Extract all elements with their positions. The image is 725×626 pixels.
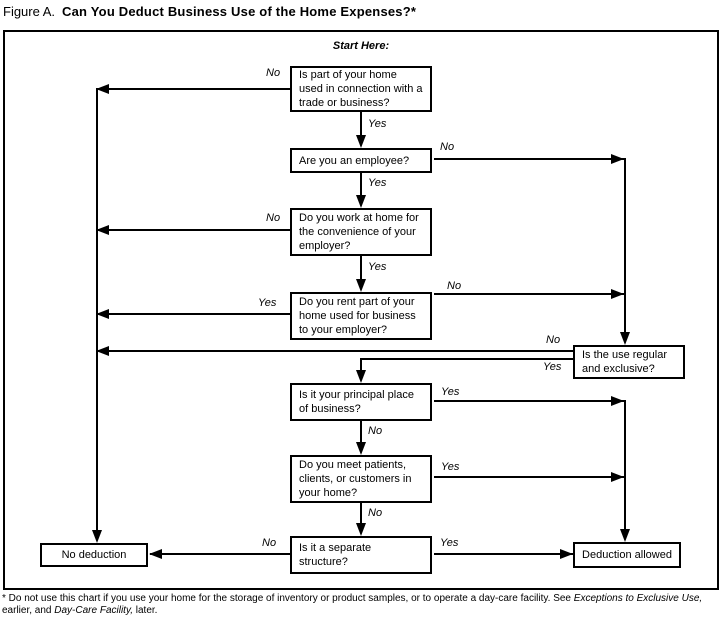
edge-q2-yes-line	[360, 173, 362, 198]
edge-q8-yes-label: Yes	[440, 537, 459, 549]
edge-q8-yes-arrow-icon	[560, 549, 573, 559]
right-rail-upper-line	[624, 158, 626, 334]
edge-q4-no-line	[434, 293, 624, 295]
edge-q1-yes-arrow-icon	[356, 135, 366, 148]
edge-q3-no-line	[96, 229, 290, 231]
edge-q2-yes-label: Yes	[368, 177, 387, 189]
edge-q5-yes-line	[360, 358, 573, 360]
edge-q1-yes-line	[360, 112, 362, 138]
edge-q4-yes-line	[96, 313, 290, 315]
edge-q2-no-arrow-icon	[611, 154, 624, 164]
start-here-label: Start Here:	[332, 40, 390, 52]
edge-q3-yes-label: Yes	[368, 261, 387, 273]
node-q2-employee: Are you an employee?	[290, 148, 432, 173]
right-rail-upper-arrow-icon	[620, 332, 630, 345]
footnote-text-2: earlier, and	[2, 605, 55, 616]
edge-q1-yes-label: Yes	[368, 118, 387, 130]
edge-q3-no-arrow-icon	[96, 225, 109, 235]
footnote-ref-exclusive-use: Exceptions to Exclusive Use,	[573, 593, 703, 604]
edge-q1-no-line	[96, 88, 290, 90]
edge-q3-yes-line	[360, 256, 362, 282]
edge-q3-no-label: No	[266, 212, 281, 224]
edge-q7-yes-line	[434, 476, 624, 478]
node-q1-trade-or-business: Is part of your home used in connection …	[290, 66, 432, 112]
edge-q8-no-line	[150, 553, 290, 555]
edge-q1-no-label: No	[266, 67, 281, 79]
node-q5-regular-exclusive: Is the use regular and exclusive?	[573, 345, 685, 379]
right-rail-lower-line	[624, 400, 626, 530]
edge-q5-no-line	[96, 350, 573, 352]
edge-q5-no-label: No	[546, 334, 561, 346]
footnote-text-3: later.	[132, 605, 158, 616]
edge-q7-no-line	[360, 503, 362, 525]
edge-q1-no-arrow-icon	[96, 84, 109, 94]
figure-label: Figure A.	[3, 4, 56, 19]
edge-q5-yes-drop-line	[360, 358, 362, 372]
edge-q2-no-line	[434, 158, 624, 160]
left-rail-arrow-icon	[92, 530, 102, 543]
edge-q4-no-label: No	[447, 280, 462, 292]
page-title: Figure A. Can You Deduct Business Use of …	[3, 4, 416, 19]
node-q3-convenience: Do you work at home for the convenience …	[290, 208, 432, 256]
edge-q7-no-label: No	[368, 507, 383, 519]
edge-q5-yes-arrow-icon	[356, 370, 366, 383]
edge-q8-no-label: No	[262, 537, 277, 549]
edge-q8-no-arrow-icon	[149, 549, 162, 559]
node-q4-rent-to-employer: Do you rent part of your home used for b…	[290, 292, 432, 340]
edge-q2-yes-arrow-icon	[356, 195, 366, 208]
edge-q4-yes-arrow-icon	[96, 309, 109, 319]
node-no-deduction: No deduction	[40, 543, 148, 567]
node-q7-meet-patients: Do you meet patients, clients, or custom…	[290, 455, 432, 503]
edge-q6-yes-line	[434, 400, 624, 402]
edge-q6-yes-label: Yes	[441, 386, 460, 398]
footnote-ref-day-care: Day-Care Facility,	[54, 605, 133, 616]
edge-q6-yes-arrow-icon	[611, 396, 624, 406]
right-rail-lower-arrow-icon	[620, 529, 630, 542]
edge-q6-no-arrow-icon	[356, 442, 366, 455]
edge-q8-yes-line	[434, 553, 573, 555]
edge-q7-yes-label: Yes	[441, 461, 460, 473]
edge-q7-no-arrow-icon	[356, 523, 366, 536]
edge-q4-yes-label: Yes	[258, 297, 277, 309]
footnote: * Do not use this chart if you use your …	[2, 593, 721, 617]
edge-q5-yes-label: Yes	[543, 361, 562, 373]
edge-q5-no-arrow-icon	[96, 346, 109, 356]
edge-q3-yes-arrow-icon	[356, 279, 366, 292]
chart-border	[3, 30, 719, 590]
edge-q4-no-arrow-icon	[611, 289, 624, 299]
node-deduction-allowed: Deduction allowed	[573, 542, 681, 568]
figure-title-text: Can You Deduct Business Use of the Home …	[62, 4, 417, 19]
node-q6-principal-place: Is it your principal place of business?	[290, 383, 432, 421]
edge-q6-no-line	[360, 421, 362, 445]
edge-q6-no-label: No	[368, 425, 383, 437]
footnote-text-1: * Do not use this chart if you use your …	[2, 593, 574, 604]
edge-q7-yes-arrow-icon	[611, 472, 624, 482]
edge-q2-no-label: No	[440, 141, 455, 153]
node-q8-separate-structure: Is it a separate structure?	[290, 536, 432, 574]
